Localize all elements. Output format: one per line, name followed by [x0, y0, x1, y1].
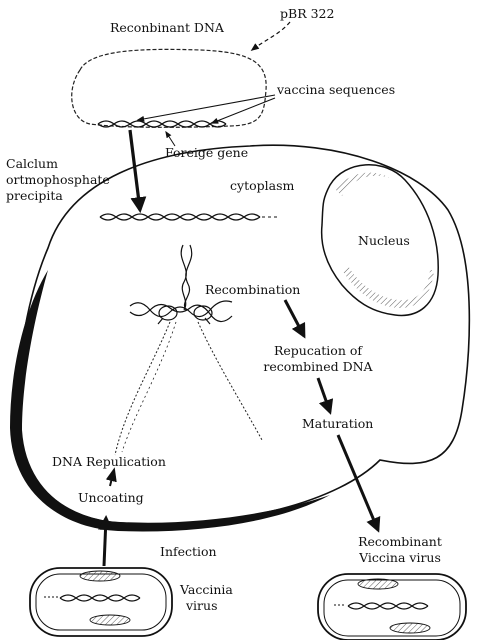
- label-cytoplasm: cytoplasm: [230, 178, 294, 193]
- label-calcium-3: precipita: [6, 188, 63, 203]
- recombination-arrow: [285, 300, 304, 336]
- label-repucation-1: Repucation of: [258, 343, 378, 358]
- label-repucation-2: recombined DNA: [258, 359, 378, 374]
- label-vaccinia-1: Vaccinia: [180, 582, 233, 597]
- strand-left: [115, 322, 170, 455]
- label-recombinant-virus-1: Recombinant: [345, 534, 455, 549]
- label-infection: Infection: [160, 544, 217, 559]
- strand-right: [198, 322, 262, 440]
- transfection-arrow: [130, 130, 140, 210]
- pbr322-pointer: [252, 22, 290, 50]
- cell-membrane-shadow: [10, 270, 330, 531]
- label-calcium-2: ortmophosphate: [6, 172, 110, 187]
- label-recombination: Recombination: [205, 282, 300, 297]
- label-recombinant-virus-2: Viccina virus: [345, 550, 455, 565]
- label-recombinant-dna: Reconbinant DNA: [110, 20, 224, 35]
- repucation-arrow: [318, 378, 330, 412]
- strand-left-2: [122, 322, 176, 452]
- vaccina-pointer-1: [138, 95, 275, 120]
- label-maturation: Maturation: [302, 416, 373, 431]
- label-uncoating: Uncoating: [78, 490, 144, 505]
- label-pbr322: pBR 322: [280, 6, 334, 21]
- label-vaccina-sequences: vaccina sequences: [277, 82, 395, 97]
- plasmid-loop: [72, 49, 266, 127]
- label-vaccinia-2: virus: [186, 598, 218, 613]
- vaccinia-virus: [30, 568, 172, 636]
- recombinant-virus: [318, 574, 466, 640]
- cytoplasm-dna-b: [100, 214, 260, 220]
- label-nucleus: Nucleus: [358, 233, 410, 248]
- uncoating-arrow: [110, 470, 114, 486]
- maturation-arrow: [338, 435, 378, 530]
- label-calcium-1: Calclum: [6, 156, 58, 171]
- infection-arrow: [104, 518, 106, 566]
- label-dna-replication: DNA Repulication: [52, 454, 166, 469]
- foreign-gene-pointer: [166, 132, 175, 146]
- vaccina-pointer-2: [212, 98, 275, 123]
- label-foreign-gene: Foreige gene: [165, 145, 248, 160]
